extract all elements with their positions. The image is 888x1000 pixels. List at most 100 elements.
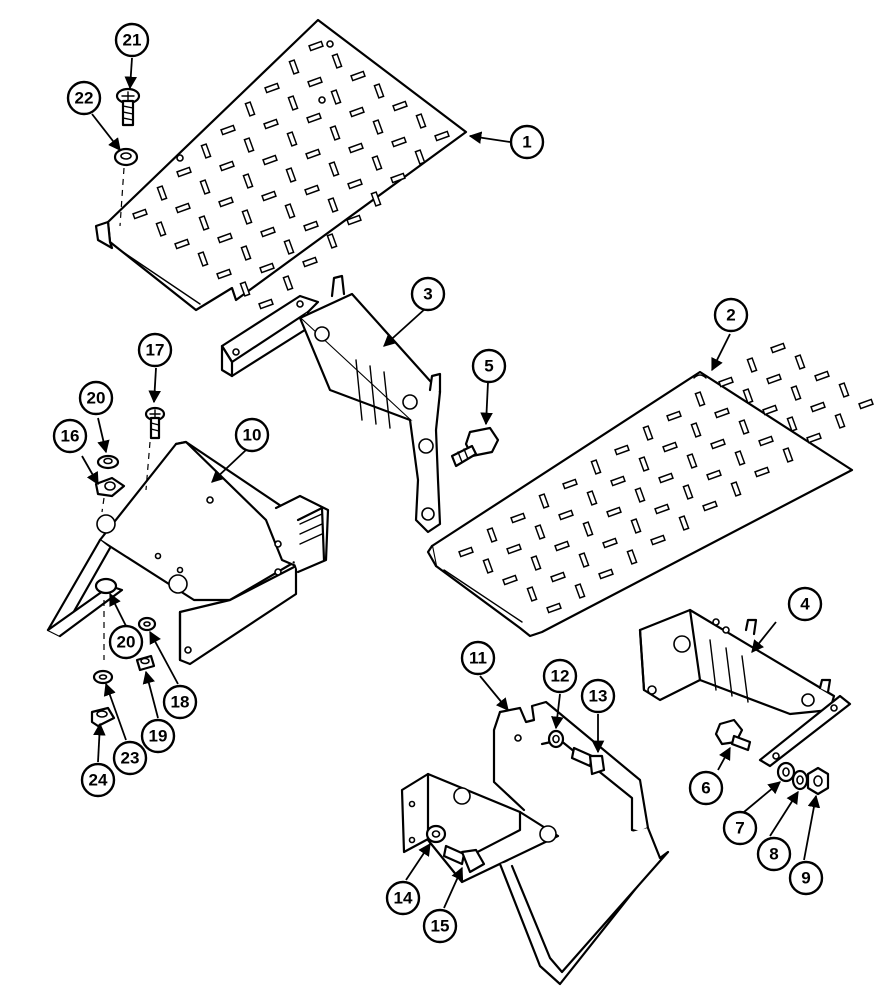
tread-slot <box>176 166 192 178</box>
tread-slot <box>216 268 232 280</box>
washer-7 <box>776 761 796 783</box>
tread-slot <box>486 527 498 543</box>
callout-13: 13 <box>580 678 616 714</box>
tread-slot <box>308 40 324 52</box>
tread-slot <box>285 167 297 183</box>
tread-slot <box>706 469 722 481</box>
tread-slot <box>283 239 295 255</box>
tread-slot <box>814 370 830 382</box>
tread-slot <box>758 435 774 447</box>
tread-slot <box>264 82 280 94</box>
tread-slot <box>414 149 426 165</box>
svg-text:11: 11 <box>469 649 487 668</box>
callout-12: 12 <box>542 658 578 694</box>
tread-slot <box>370 191 382 207</box>
callout-24: 24 <box>80 762 116 798</box>
tread-slot <box>259 262 275 274</box>
callout-19: 19 <box>140 718 176 754</box>
callout-20-lower: 20 <box>108 624 144 660</box>
callout-21: 21 <box>114 22 150 58</box>
tread-slot <box>199 179 211 195</box>
tread-slot <box>175 202 191 214</box>
lock-washer-23 <box>92 669 114 685</box>
bolt-6 <box>714 718 752 752</box>
callout-20-upper: 20 <box>78 380 114 416</box>
svg-text:8: 8 <box>769 845 778 864</box>
screw-21 <box>115 87 141 127</box>
callout-4: 4 <box>787 586 823 622</box>
tread-slot <box>244 101 256 117</box>
svg-text:9: 9 <box>801 869 810 888</box>
tread-slot <box>550 571 566 583</box>
tread-slot <box>482 558 494 574</box>
callout-15: 15 <box>422 908 458 944</box>
svg-text:15: 15 <box>431 917 450 936</box>
tread-slot <box>350 70 366 82</box>
svg-text:1: 1 <box>522 133 531 152</box>
tread-slot <box>786 416 798 432</box>
tread-slot <box>614 444 630 456</box>
svg-text:23: 23 <box>121 749 140 768</box>
tread-slot <box>288 59 300 75</box>
svg-text:6: 6 <box>701 779 710 798</box>
tread-slot <box>155 221 167 237</box>
tread-slot <box>331 53 343 69</box>
tread-slot <box>790 385 802 401</box>
tread-slot <box>263 118 279 130</box>
callout-7: 7 <box>722 810 758 846</box>
tread-slot <box>638 456 650 472</box>
tread-slot <box>838 382 850 398</box>
callout-2: 2 <box>713 297 749 333</box>
tread-slot <box>754 466 770 478</box>
svg-text:4: 4 <box>800 595 810 614</box>
svg-text:14: 14 <box>394 889 413 908</box>
step-hanger-11 <box>400 700 670 986</box>
svg-text:3: 3 <box>423 285 432 304</box>
tread-slot <box>770 342 786 354</box>
svg-text:22: 22 <box>75 89 94 108</box>
tread-slot <box>219 160 235 172</box>
tread-slot <box>306 112 322 124</box>
tread-slot <box>371 155 383 171</box>
svg-text:21: 21 <box>123 31 142 50</box>
tread-slot <box>329 125 341 141</box>
tread-slot <box>738 419 750 435</box>
washer-14 <box>425 824 447 844</box>
tread-slot <box>666 410 682 422</box>
svg-text:5: 5 <box>484 357 493 376</box>
svg-text:13: 13 <box>589 687 608 706</box>
svg-text:7: 7 <box>735 819 744 838</box>
tread-pattern-lower <box>458 342 874 614</box>
svg-text:17: 17 <box>146 341 165 360</box>
tread-slot <box>574 583 586 599</box>
tread-slot <box>348 142 364 154</box>
svg-text:16: 16 <box>61 427 80 446</box>
tread-slot <box>240 245 252 261</box>
tread-slot <box>578 552 590 568</box>
tread-slot <box>630 518 642 534</box>
tread-slot <box>239 281 251 297</box>
tread-slot <box>282 275 294 291</box>
tread-slot <box>858 398 874 410</box>
tread-slot <box>326 233 338 249</box>
tread-slot <box>328 161 340 177</box>
tread-slot <box>642 425 654 441</box>
callout-23: 23 <box>112 740 148 776</box>
tread-slot <box>302 256 318 268</box>
svg-text:2: 2 <box>726 306 735 325</box>
tread-slot <box>415 113 427 129</box>
bolt-15 <box>442 844 486 874</box>
tread-slot <box>634 487 646 503</box>
callout-6: 6 <box>688 770 724 806</box>
washer-22 <box>113 147 139 167</box>
tread-slot <box>746 357 758 373</box>
tread-slot <box>349 106 365 118</box>
tread-slot <box>372 119 384 135</box>
tread-slot <box>347 178 363 190</box>
callout-8: 8 <box>756 836 792 872</box>
tread-slot <box>526 586 538 602</box>
callout-17: 17 <box>137 332 173 368</box>
tread-slot <box>284 203 296 219</box>
screw-17 <box>144 406 166 440</box>
tread-slot <box>558 509 574 521</box>
